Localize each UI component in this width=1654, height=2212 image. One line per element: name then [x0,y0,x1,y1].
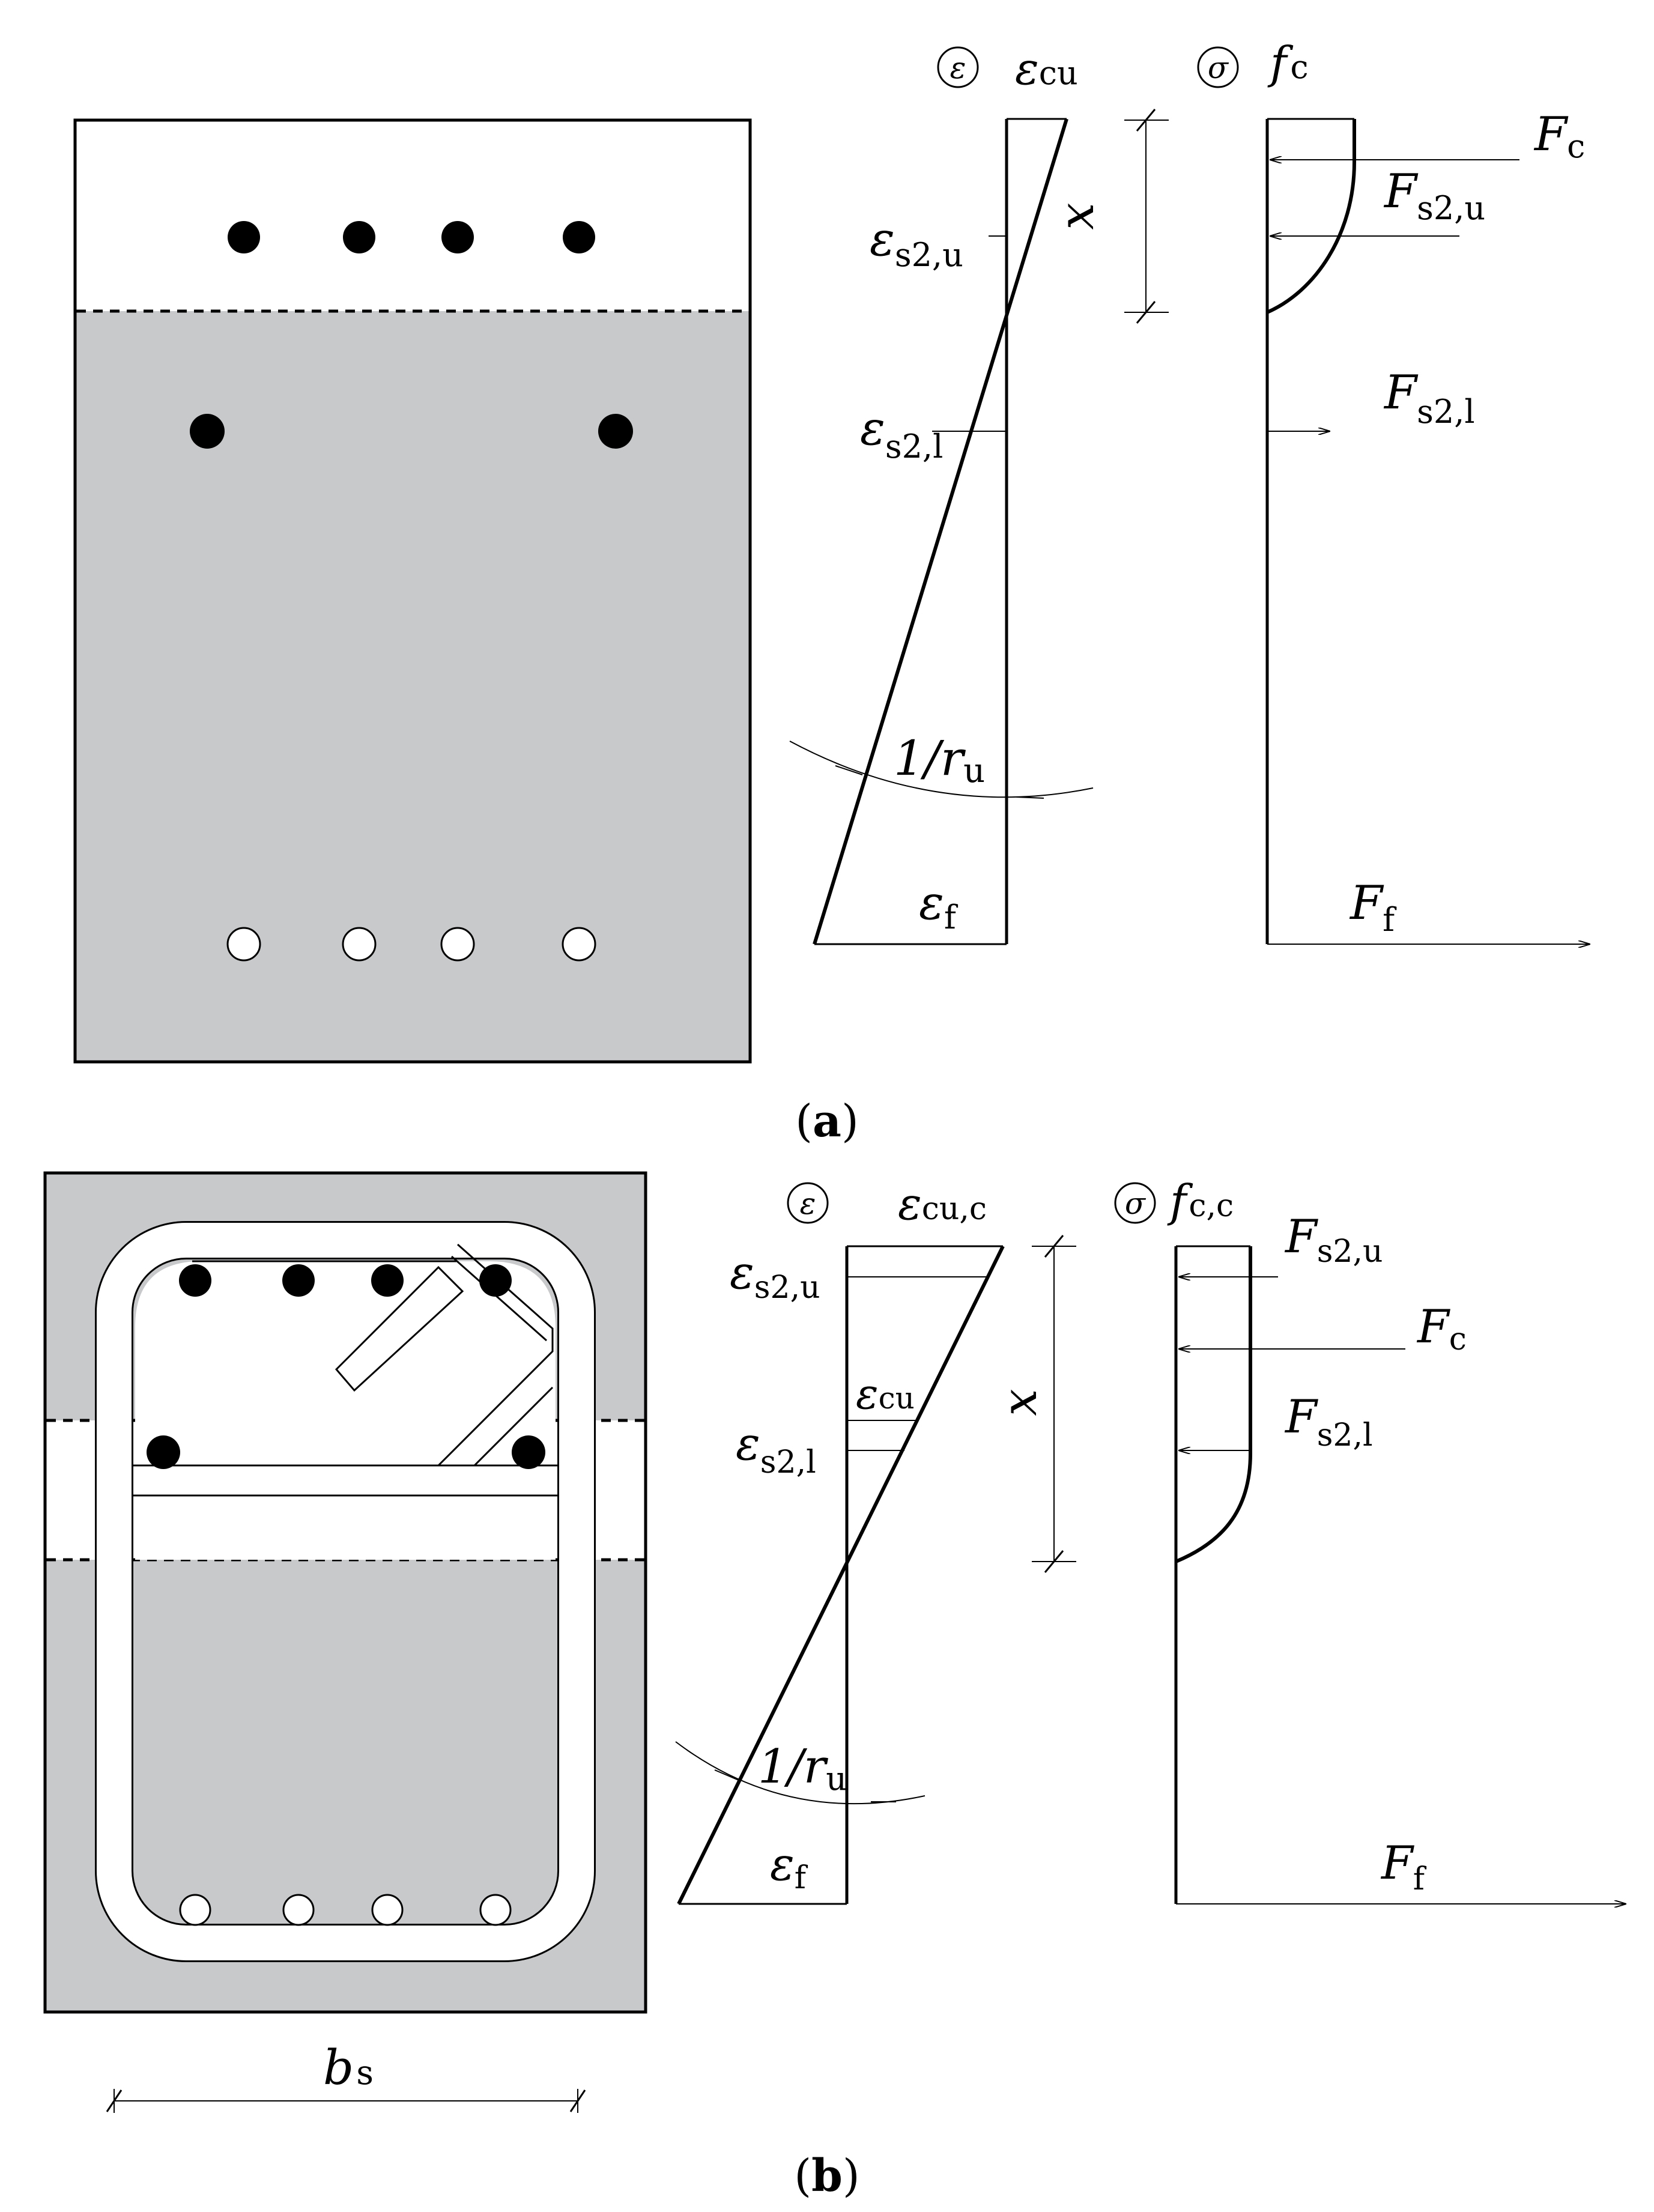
svg-text:ε: ε [800,1186,816,1221]
label-force-f-a: Ff [1349,876,1397,939]
stress-circle-symbol-b: σ [1114,1182,1156,1224]
label-strain-f-a: εf [919,876,959,936]
depth-dimension-a [1124,109,1169,324]
svg-text:σ: σ [1125,1186,1147,1221]
label-force-s2l-a: Fs2,l [1383,366,1475,431]
cross-section-a [73,118,752,1064]
label-strain-s2u-b: εs2,u [730,1246,820,1306]
stirrup [97,1223,594,1960]
label-force-f-b: Ff [1380,1836,1427,1897]
strain-circle-symbol-a: ε [937,46,979,88]
width-dimension-b [106,2089,586,2113]
label-force-c-b: Fc [1416,1300,1467,1357]
strain-diagram-a [789,118,1094,945]
label-strain-top-b: εcu,c [898,1178,987,1230]
strain-diagram-b [675,1245,1005,1905]
panel-b: bs [43,1171,1626,2202]
label-strain-s2l-b: εs2,l [736,1417,816,1480]
caption-a: (a) [795,1095,859,1147]
label-curvature-a: 1/ru [894,730,985,790]
stress-diagram-b [1174,1245,1626,1904]
label-depth-a: x [1049,202,1104,229]
label-curvature-b: 1/ru [758,1740,847,1798]
label-force-s2u-a: Fs2,u [1383,165,1485,227]
top-rebars-b [179,1264,512,1297]
curvature-arrow-right [1016,796,1044,799]
bottom-frp-bars [226,927,596,962]
stress-diagram-a [1265,118,1590,944]
svg-text:σ: σ [1208,50,1229,85]
caption-b: (b) [794,2150,860,2202]
label-force-s2l-b: Fs2,l [1284,1390,1373,1453]
strain-circle-symbol-b: ε [787,1182,829,1224]
label-strain-cu-b: εcu [856,1369,915,1419]
label-width-b: bs [323,2040,374,2095]
middle-rebars-b [147,1435,545,1469]
cross-section-b [43,1171,647,2014]
label-strain-top-a: εcu [1015,43,1078,95]
label-force-c-a: Fc [1533,108,1585,165]
label-strain-f-b: εf [770,1837,808,1896]
label-strain-s2l-a: εs2,l [860,402,943,465]
label-depth-b: x [992,1389,1047,1416]
curvature-arrow-left [835,765,863,775]
svg-text:ε: ε [950,50,966,85]
top-rebars [228,221,595,253]
depth-dimension-b [1032,1235,1076,1573]
stress-circle-symbol-a: σ [1197,46,1239,88]
stirrup-hook [335,1243,554,1467]
label-force-s2u-b: Fs2,u [1284,1210,1383,1270]
middle-rebars [190,414,633,449]
curvature-arc [789,741,1094,798]
bottom-frp-bars-b [179,1894,512,1926]
label-strain-s2u-a: εs2,u [870,213,963,274]
label-stress-top-b: fc,c [1167,1175,1234,1227]
